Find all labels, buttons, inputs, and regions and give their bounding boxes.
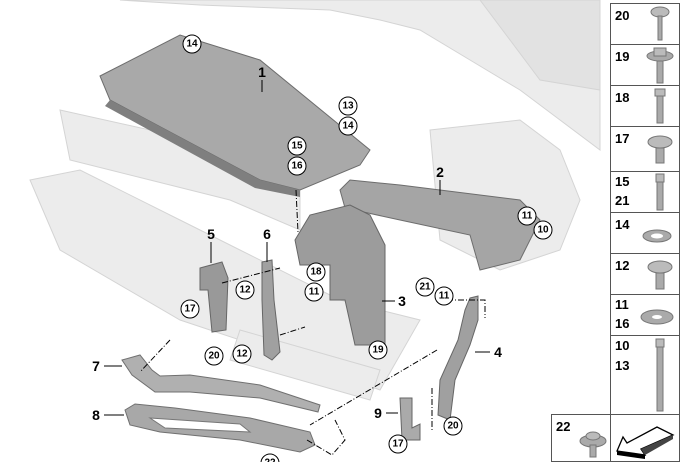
legend-item-18: 18 <box>611 86 679 127</box>
socket-head-bolt-icon <box>655 173 665 211</box>
legend-item-22: 22 <box>551 414 611 462</box>
callout-11: 11 <box>304 282 324 302</box>
legend-number: 18 <box>615 90 630 105</box>
part-7-brace <box>121 354 321 413</box>
legend-number: 19 <box>615 49 630 64</box>
callout-19: 19 <box>368 340 388 360</box>
legend-item-17: 17 <box>611 127 679 172</box>
callout-14: 14 <box>182 34 202 54</box>
callout-17: 17 <box>388 434 408 454</box>
legend-number: 21 <box>615 193 630 208</box>
pan-head-screw-icon <box>650 6 670 41</box>
hex-bolt-icon <box>654 88 666 124</box>
legend-number: 17 <box>615 131 630 146</box>
part-number-6: 6 <box>263 226 271 242</box>
part-number-4: 4 <box>494 344 502 360</box>
large-washer-icon <box>640 309 674 325</box>
legend-number: 11 <box>615 297 629 312</box>
callout-13: 13 <box>338 96 358 116</box>
legend-number: 22 <box>556 419 571 434</box>
legend-number: 14 <box>615 217 630 232</box>
legend-item-20: 20 <box>611 4 679 45</box>
legend-number: 13 <box>615 358 630 373</box>
legend-number: 16 <box>615 316 630 331</box>
part-number-9: 9 <box>374 405 382 421</box>
callout-17: 17 <box>180 299 200 319</box>
part-number-8: 8 <box>92 407 100 423</box>
direction-arrow-icon <box>616 426 675 459</box>
callout-14: 14 <box>338 116 358 136</box>
legend-item-19: 19 <box>611 45 679 86</box>
collar-screw-icon <box>579 431 607 458</box>
part-number-1: 1 <box>258 64 266 80</box>
legend-number: 12 <box>615 258 630 273</box>
callout-20: 20 <box>443 416 463 436</box>
pan-head-screw-icon <box>647 135 673 164</box>
part-4-strut <box>437 295 479 421</box>
pan-head-screw-icon <box>647 260 673 290</box>
callout-10: 10 <box>533 220 553 240</box>
part-number-5: 5 <box>207 226 215 242</box>
direction-arrow-box <box>610 414 680 462</box>
legend-item-12: 12 <box>611 254 679 295</box>
callout-11: 11 <box>517 206 537 226</box>
part-5-bracket <box>199 261 229 333</box>
hex-flange-bolt-icon <box>646 47 674 84</box>
long-socket-bolt-icon <box>655 338 665 412</box>
legend-item-14: 14 <box>611 213 679 254</box>
part-6-strut <box>261 259 281 361</box>
part-number-7: 7 <box>92 358 100 374</box>
part-9-clip <box>399 397 421 441</box>
part-2-bracket <box>339 179 541 271</box>
legend-number: 10 <box>615 338 630 353</box>
callout-12: 12 <box>235 280 255 300</box>
callout-16: 16 <box>287 156 307 176</box>
part-number-2: 2 <box>436 164 444 180</box>
callout-20: 20 <box>204 346 224 366</box>
washer-icon <box>642 229 672 243</box>
part-number-3: 3 <box>398 293 406 309</box>
callout-21: 21 <box>415 277 435 297</box>
legend-number: 15 <box>615 174 630 189</box>
callout-12: 12 <box>232 344 252 364</box>
callout-18: 18 <box>306 262 326 282</box>
callout-11: 11 <box>434 286 454 306</box>
exploded-view-illustration <box>29 0 601 456</box>
legend-number: 20 <box>615 8 630 23</box>
callout-15: 15 <box>287 136 307 156</box>
